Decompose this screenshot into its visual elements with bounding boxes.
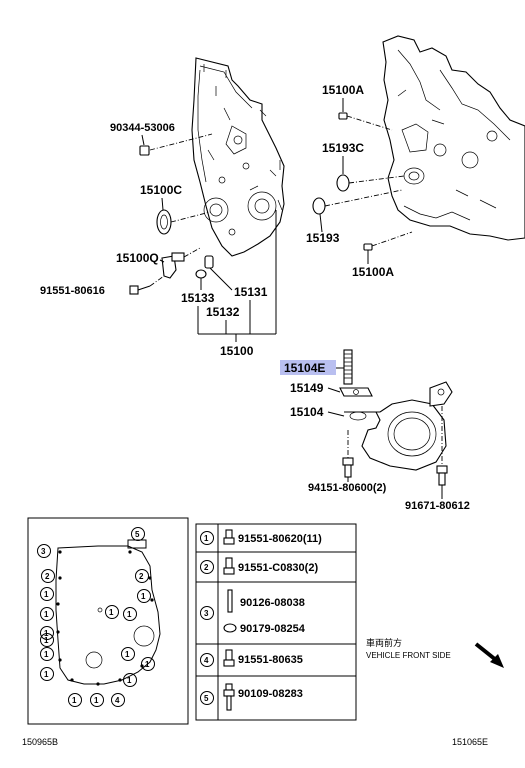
inset-marker (40, 633, 54, 647)
legend-row-4: 4 91551-80635 (200, 649, 303, 667)
label-15100c: 15100C (140, 183, 182, 197)
label-94151-80600: 94151-80600(2) (308, 482, 387, 494)
ref-right: 151065E (452, 737, 488, 747)
timing-chain-cover (191, 57, 285, 257)
highlight-15104e (280, 360, 336, 375)
legend-part-3a: 90126-08038 (240, 597, 305, 609)
oring-15193 (312, 189, 403, 215)
legend-part-2: 91551-C0830(2) (238, 562, 318, 574)
front-arrow-icon (474, 642, 504, 668)
oring-15193c (336, 174, 405, 192)
pin-15100a-top (338, 112, 393, 131)
label-91671-80612: 91671-80612 (405, 500, 470, 512)
dowel-15131 (204, 255, 214, 269)
label-15100q: 15100Q (116, 251, 159, 265)
svg-text:4: 4 (204, 656, 209, 665)
inset-marker (37, 544, 51, 558)
inset-marker-label: 1 (44, 590, 49, 599)
inset-marker (131, 527, 145, 541)
bolt-94151-80600 (342, 430, 354, 478)
label-15100a-top: 15100A (322, 83, 364, 97)
inset-marker-label: 1 (145, 660, 150, 669)
inset-marker (40, 667, 54, 681)
svg-text:3: 3 (204, 609, 209, 618)
inset-marker-label: 1 (127, 676, 132, 685)
inset-marker (105, 605, 119, 619)
oil-seal-15100c (156, 209, 211, 235)
inset-marker (40, 587, 54, 601)
ring-15133 (195, 269, 207, 279)
label-15132: 15132 (206, 305, 240, 319)
inset-marker-label: 5 (135, 530, 140, 539)
inset-marker (40, 647, 54, 661)
inset-marker (41, 569, 55, 583)
legend-row-2: 2 91551-C0830(2) (200, 557, 318, 575)
label-90344-53006: 90344-53006 (110, 122, 175, 134)
inset-marker-label: 3 (41, 547, 46, 556)
inset-marker (111, 693, 125, 707)
inset-marker-label: 1 (127, 610, 132, 619)
label-91551-80616: 91551-80616 (40, 285, 105, 297)
engine-block (382, 35, 525, 241)
bolt-91551-80616 (129, 275, 165, 295)
inset-marker (123, 673, 137, 687)
inset-marker-label: 2 (139, 572, 144, 581)
label-15104e: 15104E (284, 361, 325, 375)
sensor-15100q (161, 247, 201, 279)
svg-text:5: 5 (204, 694, 209, 703)
inset-marker-label: 2 (45, 572, 50, 581)
svg-text:1: 1 (204, 534, 209, 543)
ref-left: 150965B (22, 737, 58, 747)
legend-table (195, 523, 357, 721)
legend-row-3: 3 90126-08038 90179-08254 (200, 589, 306, 635)
inset-marker (137, 589, 151, 603)
legend-part-1: 91551-80620(11) (238, 533, 322, 545)
inset-marker-label: 1 (94, 696, 99, 705)
inset-frame (27, 517, 189, 725)
inset-marker (141, 657, 155, 671)
stud-15104e (343, 349, 353, 385)
bracket-15100 (197, 210, 277, 342)
inset-marker (40, 626, 54, 640)
inset-marker-label: 1 (44, 670, 49, 679)
legend-row-1: 1 91551-80620(11) (200, 529, 322, 545)
direction-en: VEHICLE FRONT SIDE (366, 651, 451, 660)
inset-marker-label: 1 (44, 650, 49, 659)
inset-marker-label: 1 (44, 610, 49, 619)
label-15193c: 15193C (322, 141, 364, 155)
legend-part-4: 91551-80635 (238, 654, 303, 666)
label-15131: 15131 (234, 285, 268, 299)
bolt-90344-53006 (139, 133, 213, 156)
direction-jp: 車両前方 (366, 637, 402, 648)
inset-marker-label: 1 (125, 650, 130, 659)
pin-15100a-bottom (363, 231, 413, 251)
label-15193: 15193 (306, 231, 340, 245)
inset-marker-label: 1 (141, 592, 146, 601)
gasket-15149 (339, 387, 373, 397)
inset-marker (121, 647, 135, 661)
svg-text:2: 2 (204, 563, 209, 572)
inset-marker (135, 569, 149, 583)
label-15100a-bottom: 15100A (352, 265, 394, 279)
strainer-15104 (344, 381, 453, 471)
label-15133: 15133 (181, 291, 215, 305)
inset-marker-label: 1 (44, 636, 49, 645)
inset-marker (40, 607, 54, 621)
label-15100: 15100 (220, 344, 254, 358)
inset-marker (123, 607, 137, 621)
legend-part-5: 90109-08283 (238, 688, 303, 700)
inset-marker-label: 4 (115, 696, 120, 705)
legend-row-5: 5 90109-08283 (200, 683, 303, 711)
legend-part-3b: 90179-08254 (240, 623, 306, 635)
label-15104: 15104 (290, 405, 324, 419)
inset-marker-label: 1 (109, 608, 114, 617)
label-15149: 15149 (290, 381, 324, 395)
inset-marker (68, 693, 82, 707)
inset-marker (90, 693, 104, 707)
inset-marker-label: 1 (72, 696, 77, 705)
